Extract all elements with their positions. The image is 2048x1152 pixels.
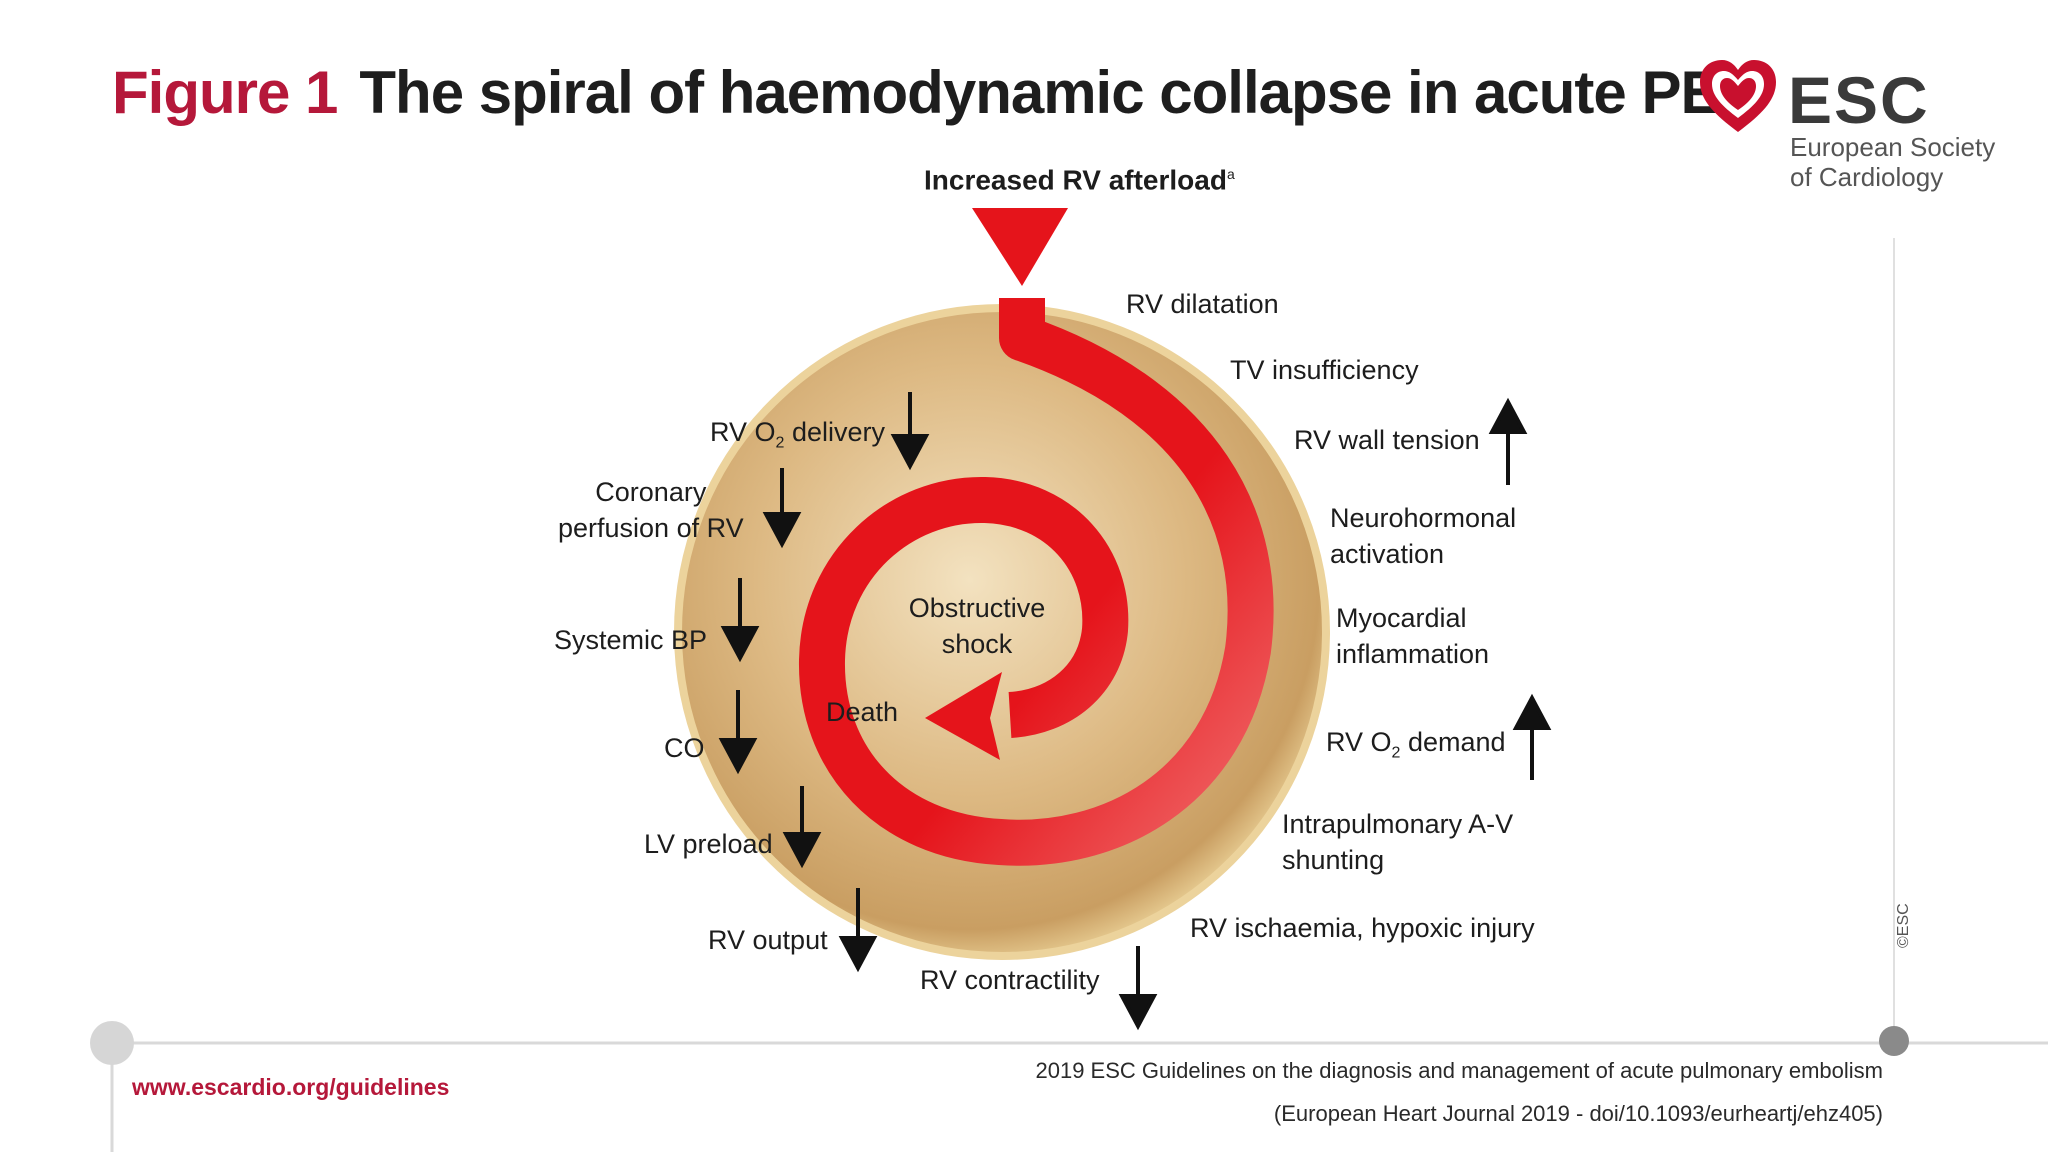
center-line1: Obstructive <box>908 593 1046 623</box>
right-item-line1: Intrapulmonary A-V <box>1282 809 1514 839</box>
center-label: Obstructive shock <box>902 590 1052 662</box>
right-item: TV insufficiency <box>1230 355 1419 385</box>
right-item-sub: 2 <box>1391 744 1401 762</box>
afterload-arrowhead <box>972 208 1068 286</box>
up-arrow-icon <box>1488 397 1528 485</box>
down-arrow-icon <box>1118 946 1158 1031</box>
down-arrow-icon <box>718 690 758 775</box>
esc-subtitle-line1: European Society <box>1790 132 1996 162</box>
right-item-line1b: demand <box>1400 727 1506 757</box>
right-item: RV ischaemia, hypoxic injury <box>1190 913 1535 943</box>
esc-logo-subtitle: European Society of Cardiology <box>1790 132 1995 192</box>
spiral-arrowhead <box>925 672 1002 760</box>
top-label-sup: a <box>1226 166 1235 182</box>
right-item: Myocardial inflammation <box>1336 600 1489 672</box>
left-item: RV output <box>708 925 828 955</box>
right-item-line1: RV O <box>1326 727 1392 757</box>
left-item: Coronary perfusion of RV <box>558 474 744 546</box>
left-item: RV contractility <box>920 965 1100 995</box>
figure-label: Figure 1 <box>112 59 338 126</box>
heart-logo-icon <box>1700 60 1776 132</box>
top-label-text: Increased RV afterload <box>924 164 1227 196</box>
citation-line1: 2019 ESC Guidelines on the diagnosis and… <box>1035 1058 1883 1083</box>
guidelines-link[interactable]: www.escardio.org/guidelines <box>132 1074 450 1100</box>
right-item: Neurohormonal activation <box>1330 500 1516 572</box>
citation-line2: (European Heart Journal 2019 - doi/10.10… <box>1273 1101 1883 1126</box>
death-label: Death <box>826 697 899 727</box>
down-arrow-icon <box>782 786 822 869</box>
left-item-line1: RV O <box>710 417 776 447</box>
right-item-line2: activation <box>1330 539 1445 569</box>
right-item-line2: shunting <box>1282 845 1385 875</box>
down-arrow-icon <box>838 888 878 973</box>
left-item: LV preload <box>644 829 773 859</box>
copyright: ©ESC <box>1895 903 1912 948</box>
left-item-line2: perfusion of RV <box>558 513 744 543</box>
red-spiral <box>798 298 1274 866</box>
left-item: CO <box>664 733 705 763</box>
left-item: RV O2 delivery <box>710 414 885 461</box>
up-arrow-icon <box>1512 693 1552 780</box>
footer-dot-right <box>1879 1026 1909 1056</box>
footer-dot-left <box>90 1021 134 1065</box>
esc-logo-text: ESC <box>1788 63 1930 137</box>
center-line2: shock <box>941 629 1013 659</box>
figure-title: Figure 1 The spiral of haemodynamic colla… <box>112 58 1721 127</box>
left-item: Systemic BP <box>554 625 708 655</box>
right-item: Intrapulmonary A-V shunting <box>1282 806 1513 878</box>
left-item-line1: Coronary <box>595 477 707 507</box>
esc-subtitle-line2: of Cardiology <box>1790 162 1944 192</box>
down-arrow-icon <box>762 468 802 549</box>
top-label: Increased RV afterloada <box>924 156 1235 198</box>
right-item-line1: Neurohormonal <box>1330 503 1517 533</box>
right-item: RV O2 demand <box>1326 724 1506 771</box>
right-item: RV wall tension <box>1294 425 1480 455</box>
down-arrow-icon <box>890 392 930 471</box>
figure-title-text: The spiral of haemodynamic collapse in a… <box>359 59 1720 126</box>
left-item-line1b: delivery <box>784 417 885 447</box>
left-item-sub: 2 <box>775 434 785 452</box>
right-item: RV dilatation <box>1126 289 1279 319</box>
right-item-line1: Myocardial <box>1336 603 1467 633</box>
down-arrow-icon <box>720 578 760 663</box>
right-item-line2: inflammation <box>1336 639 1490 669</box>
